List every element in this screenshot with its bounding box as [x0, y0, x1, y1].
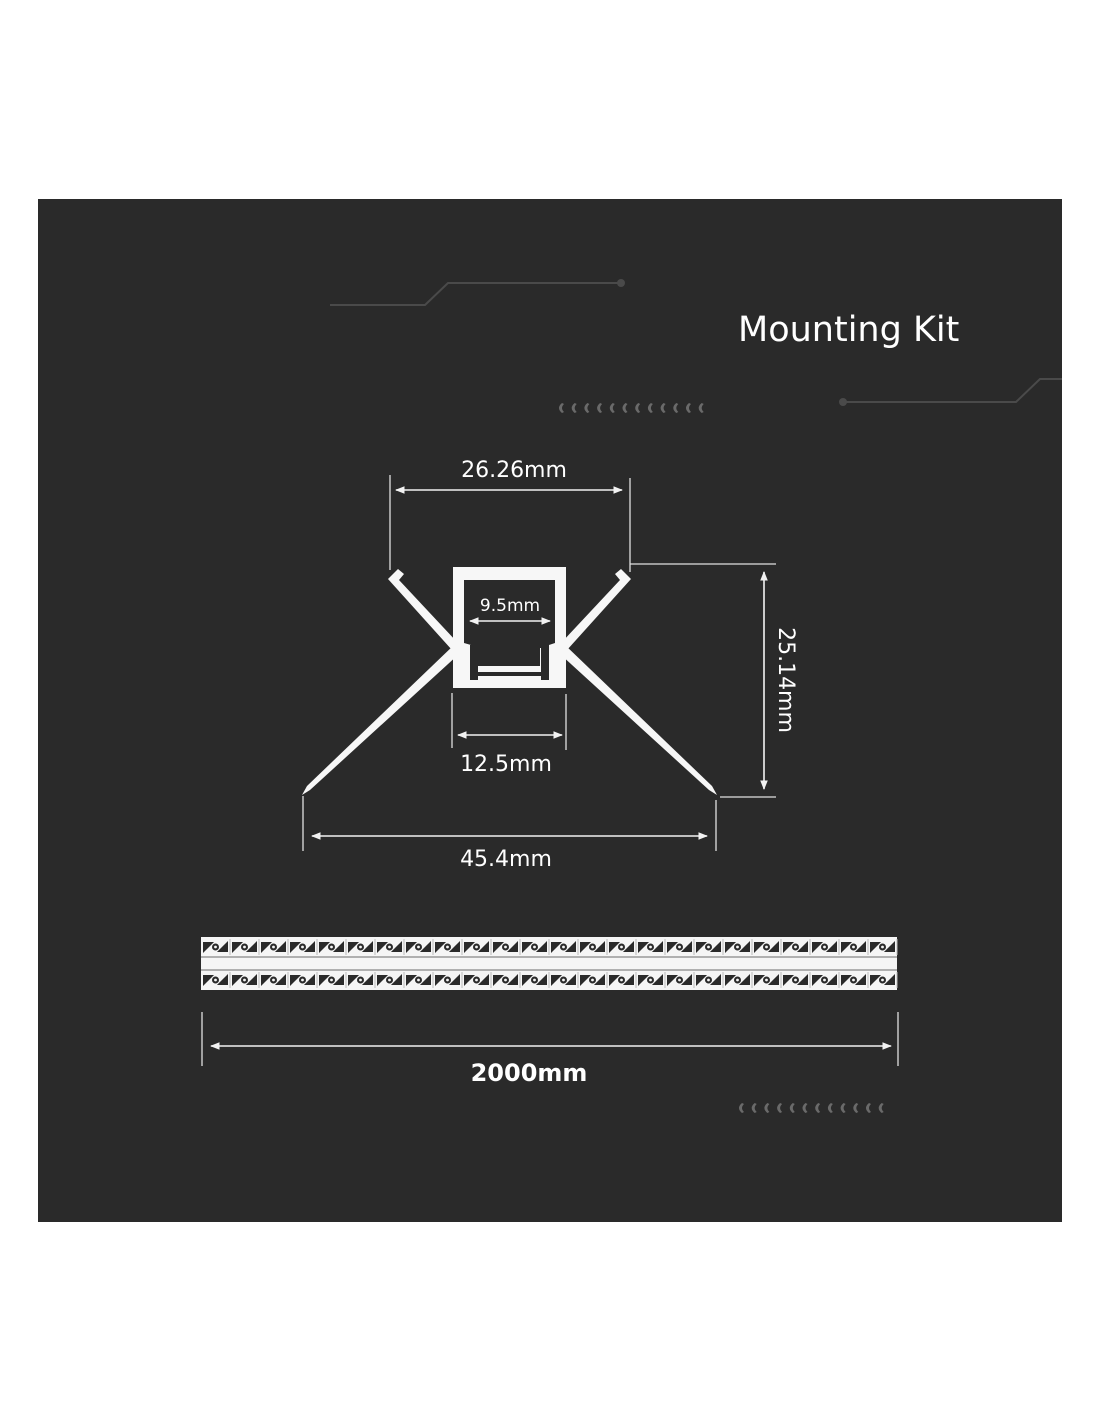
strip-tile: [493, 939, 521, 955]
strip-tile: [725, 939, 753, 955]
strip-tile: [348, 939, 376, 955]
strip-tile: [580, 972, 608, 988]
diagram-panel: [38, 199, 1062, 1222]
chevron-icon: [802, 1103, 808, 1113]
strip-tile: [232, 972, 260, 988]
strip-tile: [319, 972, 347, 988]
strip-tile: [870, 939, 898, 955]
strip-tile: [493, 972, 521, 988]
title: Mounting Kit: [738, 310, 959, 350]
strip-tile: [754, 972, 782, 988]
chevron-icon: [635, 403, 641, 413]
strip-tile: [870, 972, 898, 988]
strip-tile: [667, 939, 695, 955]
strip-tile: [696, 939, 724, 955]
chevron-icon: [660, 403, 666, 413]
decorative-line-top: [330, 279, 625, 306]
label-top-width: 26.26mm: [461, 458, 567, 483]
dimension-top-width: 26.26mm: [389, 458, 631, 572]
chevron-icon: [840, 1103, 846, 1113]
dimension-channel-width: 12.5mm: [451, 693, 567, 777]
dimension-length: 2000mm: [201, 1012, 899, 1087]
strip-tile: [261, 972, 289, 988]
strip-tile: [406, 939, 434, 955]
label-length: 2000mm: [471, 1059, 588, 1087]
chevron-icon: [647, 403, 653, 413]
strip-tile: [754, 939, 782, 955]
strip-tile: [435, 939, 463, 955]
chevron-decoration-bottom: [739, 1103, 884, 1113]
chevron-icon: [751, 1103, 757, 1113]
label-total-width: 45.4mm: [460, 847, 552, 872]
label-height: 25.14mm: [773, 627, 798, 733]
chevron-icon: [878, 1103, 884, 1113]
chevron-icon: [597, 403, 603, 413]
chevron-icon: [764, 1103, 770, 1113]
chevron-icon: [789, 1103, 795, 1113]
strip-tile: [203, 972, 231, 988]
chevron-icon: [673, 403, 679, 413]
strip-tile: [580, 939, 608, 955]
dimension-total-width: 45.4mm: [302, 796, 717, 872]
dimension-inner-width: 9.5mm: [469, 596, 551, 625]
chevron-icon: [815, 1103, 821, 1113]
strip-tile: [464, 939, 492, 955]
strip-tile: [232, 939, 260, 955]
strip-tile: [783, 972, 811, 988]
strip-tile: [522, 972, 550, 988]
chevron-decoration-top: [559, 403, 704, 413]
strip-tile: [812, 972, 840, 988]
chevron-icon: [698, 403, 704, 413]
strip-tile: [435, 972, 463, 988]
dimension-height: 25.14mm: [630, 563, 798, 798]
strip-tile: [609, 939, 637, 955]
strip-tile: [261, 939, 289, 955]
strip-tile: [464, 972, 492, 988]
decorative-line-right: [839, 378, 1062, 406]
profile-strip-side-view: [201, 937, 898, 990]
chevron-icon: [739, 1103, 744, 1113]
chevron-icon: [853, 1103, 859, 1113]
chevron-icon: [866, 1103, 871, 1113]
strip-tile: [203, 939, 231, 955]
chevron-icon: [609, 403, 615, 413]
chevron-icon: [571, 403, 577, 413]
strip-tile: [725, 972, 753, 988]
strip-tile: [406, 972, 434, 988]
chevron-icon: [777, 1103, 783, 1113]
strip-tile: [667, 972, 695, 988]
chevron-icon: [686, 403, 691, 413]
chevron-icon: [827, 1103, 833, 1113]
strip-tile: [348, 972, 376, 988]
chevron-icon: [559, 403, 564, 413]
chevron-icon: [584, 403, 590, 413]
strip-tile: [841, 972, 869, 988]
strip-tile: [290, 972, 318, 988]
strip-tile: [377, 972, 405, 988]
strip-tile: [696, 972, 724, 988]
profile-cross-section: [302, 567, 717, 795]
strip-tile: [783, 939, 811, 955]
strip-tile: [638, 972, 666, 988]
strip-tile: [319, 939, 347, 955]
strip-tile: [841, 939, 869, 955]
strip-tile: [609, 972, 637, 988]
strip-tile: [377, 939, 405, 955]
strip-tile: [551, 972, 579, 988]
strip-tile: [812, 939, 840, 955]
strip-tile: [638, 939, 666, 955]
strip-tile: [290, 939, 318, 955]
chevron-icon: [622, 403, 628, 413]
label-channel-width: 12.5mm: [460, 752, 552, 777]
strip-tile: [522, 939, 550, 955]
strip-tile: [551, 939, 579, 955]
label-inner-width: 9.5mm: [480, 596, 540, 616]
